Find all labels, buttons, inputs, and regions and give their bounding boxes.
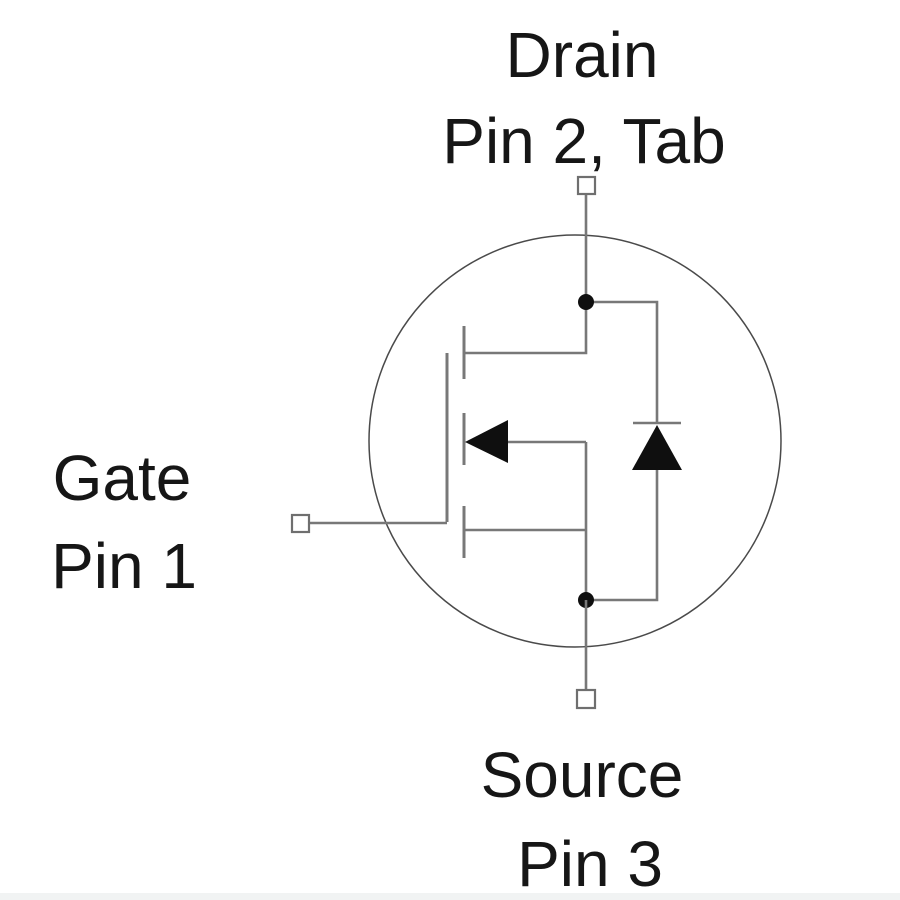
image-bottom-edge-strip bbox=[0, 893, 900, 900]
transistor-outline-circle bbox=[368, 234, 782, 648]
drain-label: Drain bbox=[505, 19, 659, 91]
diode-branch-top-wire bbox=[586, 300, 659, 423]
gate-terminal-square bbox=[290, 513, 311, 534]
body-arrow-head bbox=[465, 420, 508, 463]
diode-triangle bbox=[632, 425, 682, 470]
diode-branch-bottom-wire bbox=[586, 470, 659, 602]
source-terminal-square bbox=[575, 688, 597, 710]
gate-label: Gate bbox=[52, 442, 192, 514]
source-pin-label: Pin 3 bbox=[517, 828, 663, 900]
drain-terminal-square bbox=[576, 175, 597, 196]
drain-junction-dot bbox=[578, 294, 594, 310]
gate-pin-label: Pin 1 bbox=[51, 530, 197, 602]
drain-connection-wire bbox=[464, 302, 588, 355]
source-label: Source bbox=[480, 739, 684, 811]
drain-pin-label: Pin 2, Tab bbox=[442, 105, 726, 177]
